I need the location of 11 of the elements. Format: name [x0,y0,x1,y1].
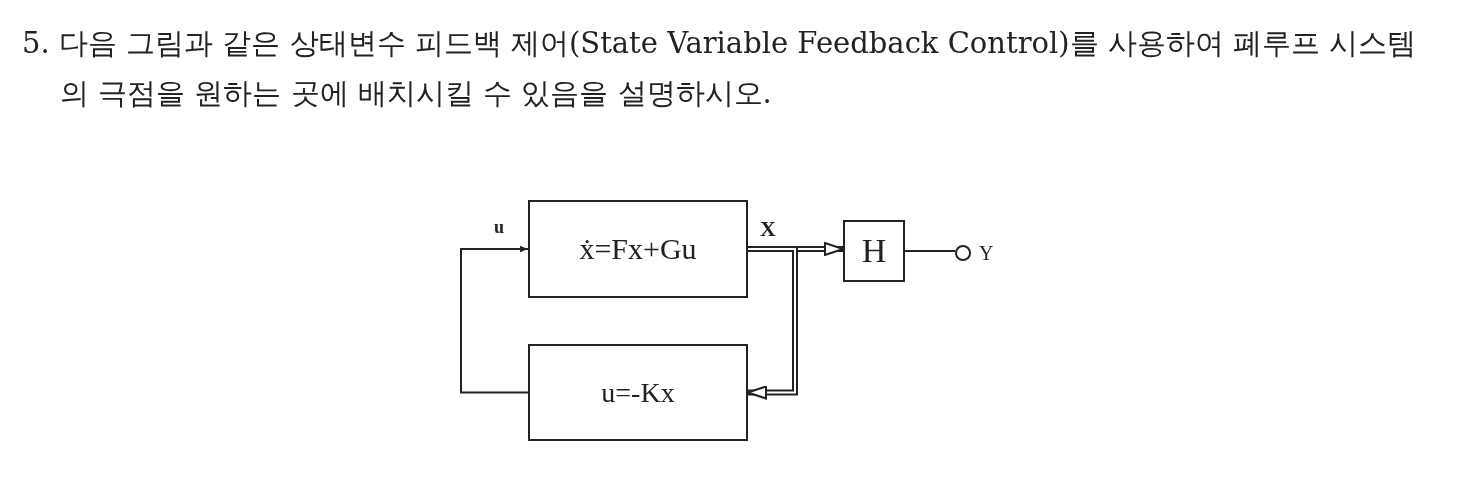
node-label: ẋ=Fx+Gu [579,232,697,266]
question-text: 5. 다음 그림과 같은 상태변수 피드백 제어(State Variable Feedback Control)를 사용하여 폐루프 시스템의 극점을 원하는 곳에 배치시킬 수 있음을 설명하시오. [22,25,1418,112]
node-label: u=-Kx [601,376,675,409]
output-terminal [955,245,971,261]
output-label: Y [979,243,994,263]
process-box [528,344,748,441]
arrow [747,246,798,400]
node-label: H [861,232,887,270]
process-box [843,220,905,282]
process-box [528,200,748,298]
arrow [460,245,529,394]
